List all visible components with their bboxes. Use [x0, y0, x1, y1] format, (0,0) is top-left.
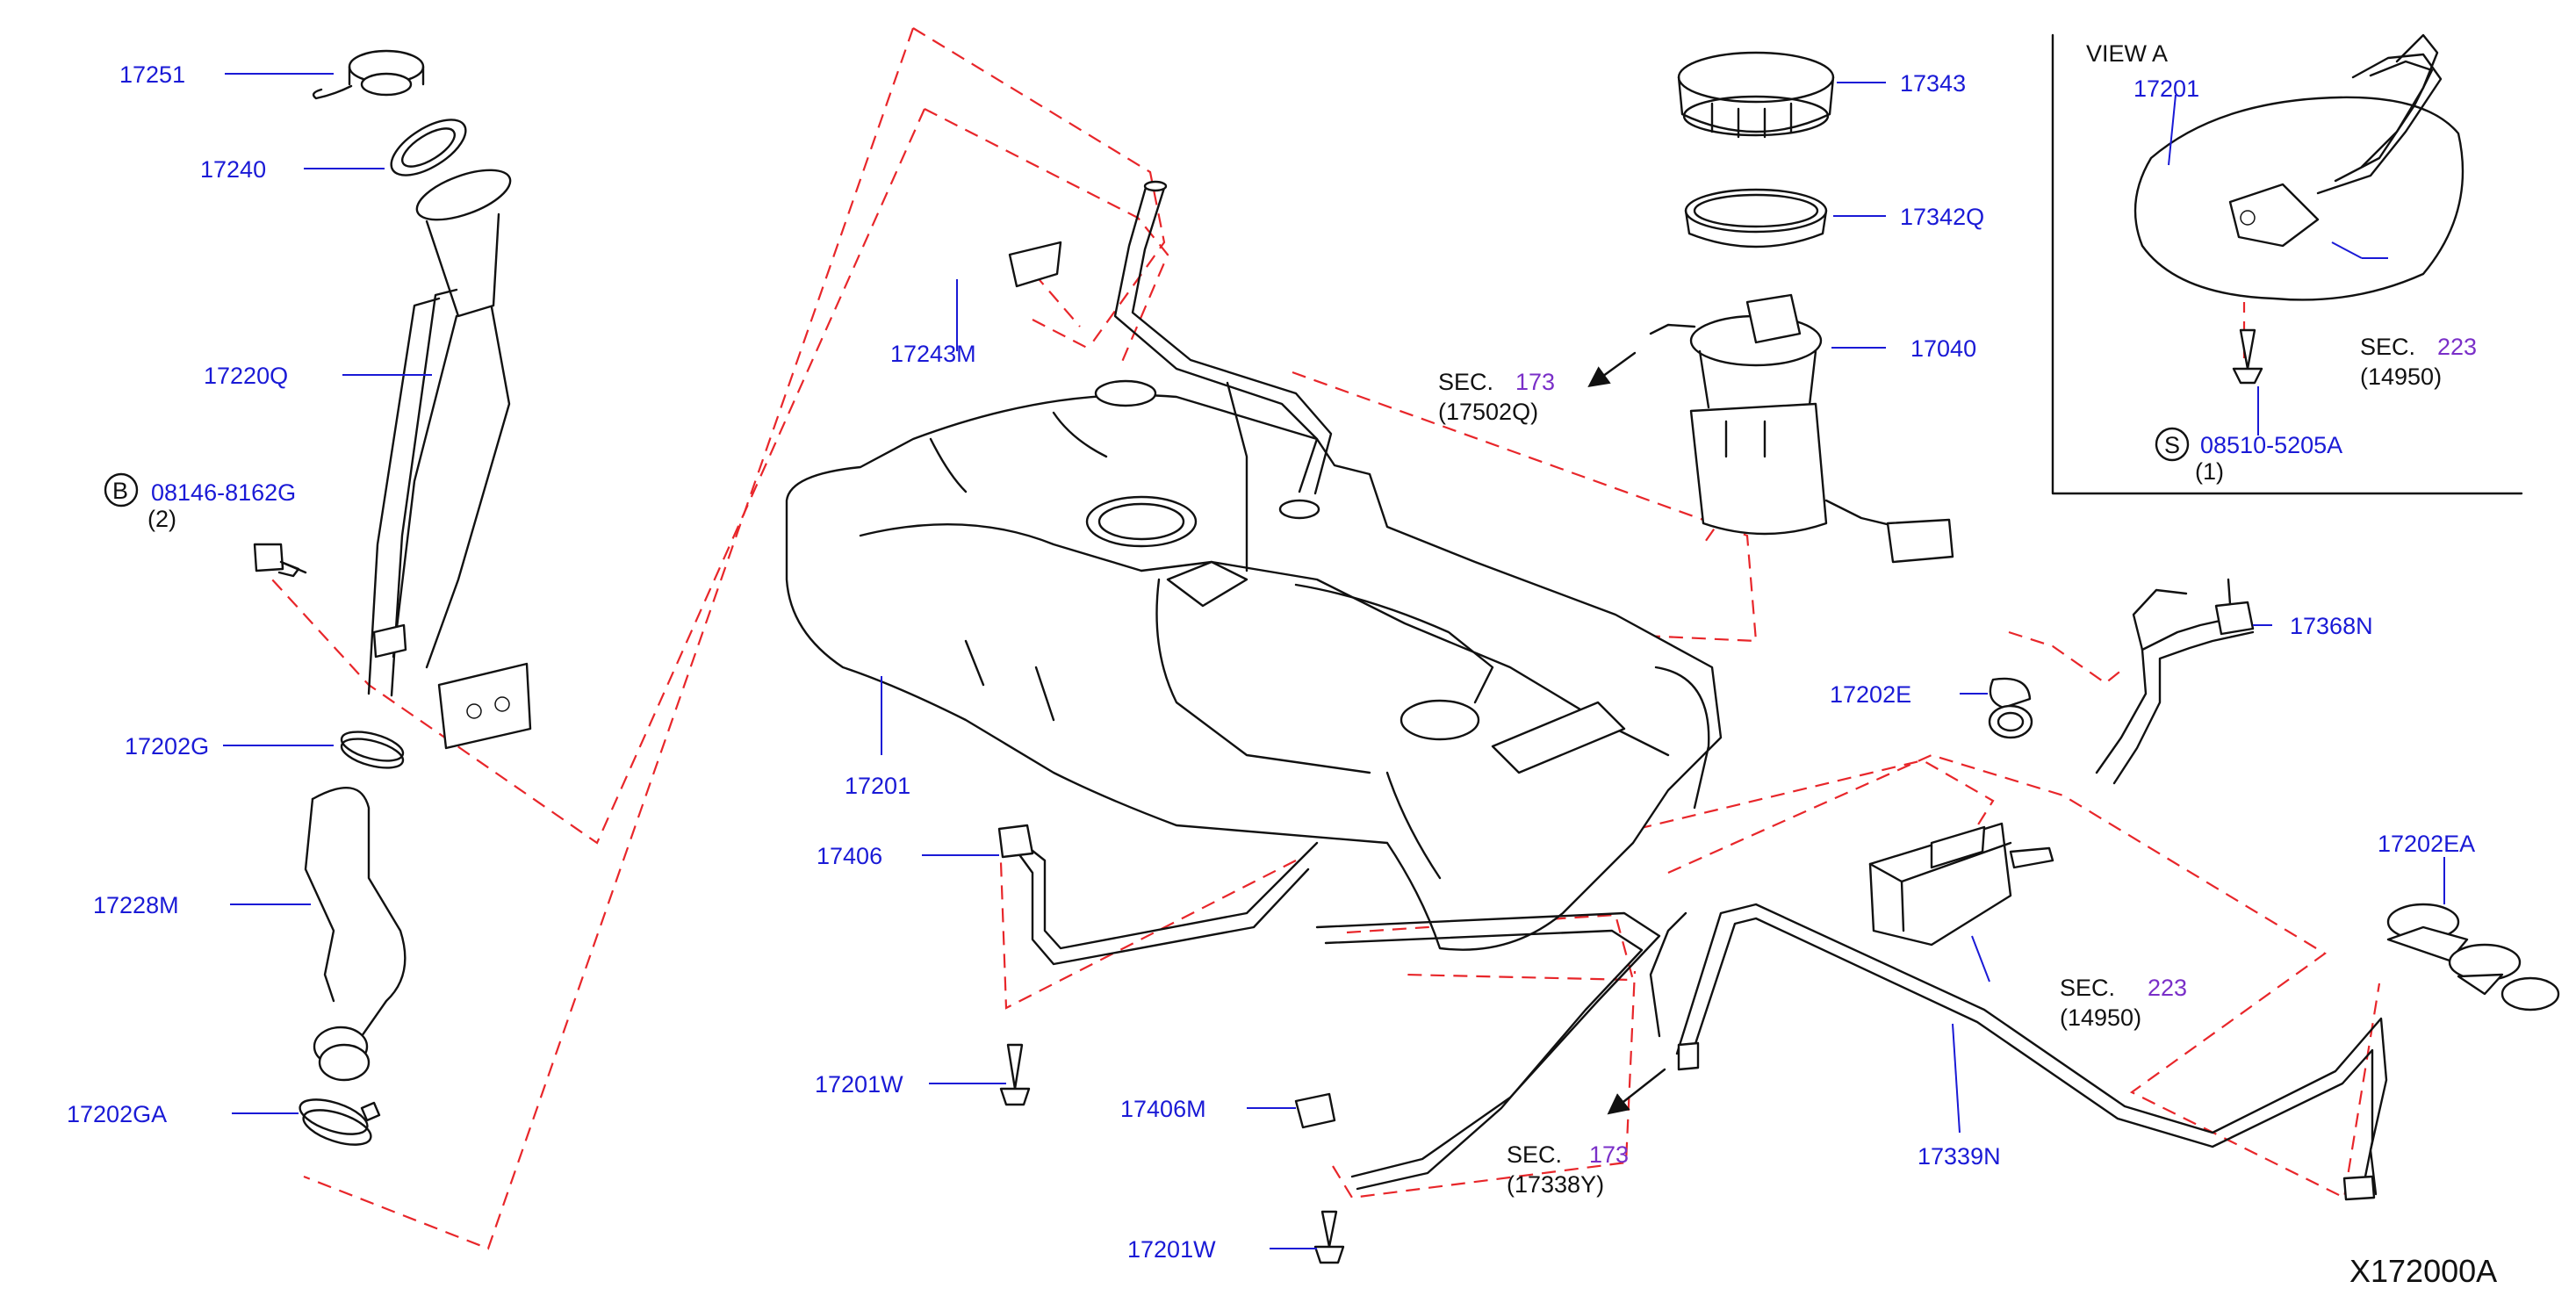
sec173-pump-number[interactable]: 173 — [1515, 369, 1555, 395]
sec-word-pump: SEC. — [1438, 369, 1493, 395]
label-17228m[interactable]: 17228M — [93, 892, 179, 918]
view-a-box: VIEW A — [2051, 33, 2523, 495]
hose-clamp-17202ga[interactable] — [296, 1092, 381, 1151]
label-17202ga[interactable]: 17202GA — [67, 1101, 167, 1127]
evap-tube-17339n[interactable] — [1607, 903, 2388, 1201]
label-17220q[interactable]: 17220Q — [204, 363, 288, 389]
label-17201-tank[interactable]: 17201 — [845, 773, 910, 799]
leader-lines — [223, 73, 2445, 1249]
label-17406m[interactable]: 17406M — [1120, 1096, 1206, 1122]
tank-strap-17406m[interactable] — [1294, 911, 1661, 1191]
label-17243m[interactable]: 17243M — [890, 341, 976, 367]
s-prefix: S — [2164, 432, 2180, 458]
filler-tube[interactable] — [367, 160, 532, 750]
sec-word-canister: SEC. — [2060, 975, 2115, 1001]
label-17201w-upper[interactable]: 17201W — [815, 1071, 903, 1098]
evap-canister[interactable] — [1868, 822, 2054, 947]
b-circle-icon — [104, 472, 139, 508]
tank-heat-shield-17243m[interactable] — [1008, 241, 1062, 288]
tank-bolt-17201w-upper[interactable] — [999, 1043, 1031, 1106]
view-a-title: VIEW A — [2086, 40, 2168, 67]
label-17040[interactable]: 17040 — [1910, 335, 1976, 362]
sec173-tube-ref: (17338Y) — [1507, 1171, 1604, 1198]
fuel-pump-assembly[interactable] — [1587, 293, 1954, 564]
clamp-17202ea[interactable] — [2386, 903, 2560, 1011]
label-08510-5205a[interactable]: 08510-5205A — [2200, 432, 2342, 458]
sec223-view-ref: (14950) — [2360, 364, 2442, 390]
sec223-canister-ref: (14950) — [2060, 1004, 2141, 1031]
sec-word-tube: SEC. — [1507, 1141, 1562, 1168]
label-17368n[interactable]: 17368N — [2290, 613, 2373, 639]
evap-vent-tube-17368n[interactable] — [2095, 578, 2255, 785]
label-17201w-lower[interactable]: 17201W — [1127, 1236, 1216, 1263]
label-17201-view[interactable]: 17201 — [2133, 76, 2199, 102]
filler-bolt-08146[interactable] — [253, 543, 300, 578]
b-prefix: B — [112, 478, 128, 504]
tank-strap-17406[interactable] — [997, 824, 1319, 966]
label-08146-8162g[interactable]: 08146-8162G — [151, 479, 296, 506]
hose-clamp-17202g[interactable] — [339, 726, 407, 774]
label-17342q[interactable]: 17342Q — [1900, 204, 1984, 230]
label-17251[interactable]: 17251 — [119, 61, 185, 88]
sec-word-view: SEC. — [2360, 334, 2415, 360]
part-labels: 17251 17240 17220Q 17202G 17228M 17202GA… — [67, 61, 2475, 1263]
label-17240[interactable]: 17240 — [200, 156, 266, 183]
label-17202ea[interactable]: 17202EA — [2378, 831, 2475, 857]
sec173-pump-ref: (17502Q) — [1438, 399, 1538, 425]
sec223-view-number[interactable]: 223 — [2437, 334, 2477, 360]
clamp-17202e[interactable] — [1988, 677, 2033, 739]
filler-hose[interactable] — [304, 787, 407, 1082]
vent-tube[interactable] — [1113, 180, 1333, 572]
b-qty: (2) — [148, 506, 176, 532]
tank-bolt-17201w-lower[interactable] — [1313, 1210, 1345, 1264]
fuel-tank[interactable] — [785, 379, 1723, 951]
filler-cap-ring[interactable] — [383, 109, 475, 186]
label-17202g[interactable]: 17202G — [125, 733, 209, 759]
sec173-tube-number[interactable]: 173 — [1589, 1141, 1629, 1168]
filler-cap[interactable] — [312, 49, 425, 100]
label-17202e[interactable]: 17202E — [1830, 681, 1911, 708]
diagram-code: X172000A — [2349, 1253, 2497, 1289]
fuel-pump-lock-ring[interactable] — [1677, 51, 1835, 139]
bolt-callouts: B 08146-8162G (2) S 08510-5205A (1) — [104, 427, 2342, 532]
label-17343[interactable]: 17343 — [1900, 70, 1966, 97]
section-references: SEC. 173 (17502Q) SEC. 223 (14950) SEC. … — [1438, 334, 2477, 1198]
label-17339n[interactable]: 17339N — [1918, 1143, 2001, 1170]
label-17406[interactable]: 17406 — [817, 843, 882, 869]
s-qty: (1) — [2195, 458, 2224, 485]
sec223-canister-number[interactable]: 223 — [2148, 975, 2187, 1001]
s-circle-icon — [2155, 427, 2190, 462]
fuel-pump-gasket[interactable] — [1684, 188, 1828, 248]
